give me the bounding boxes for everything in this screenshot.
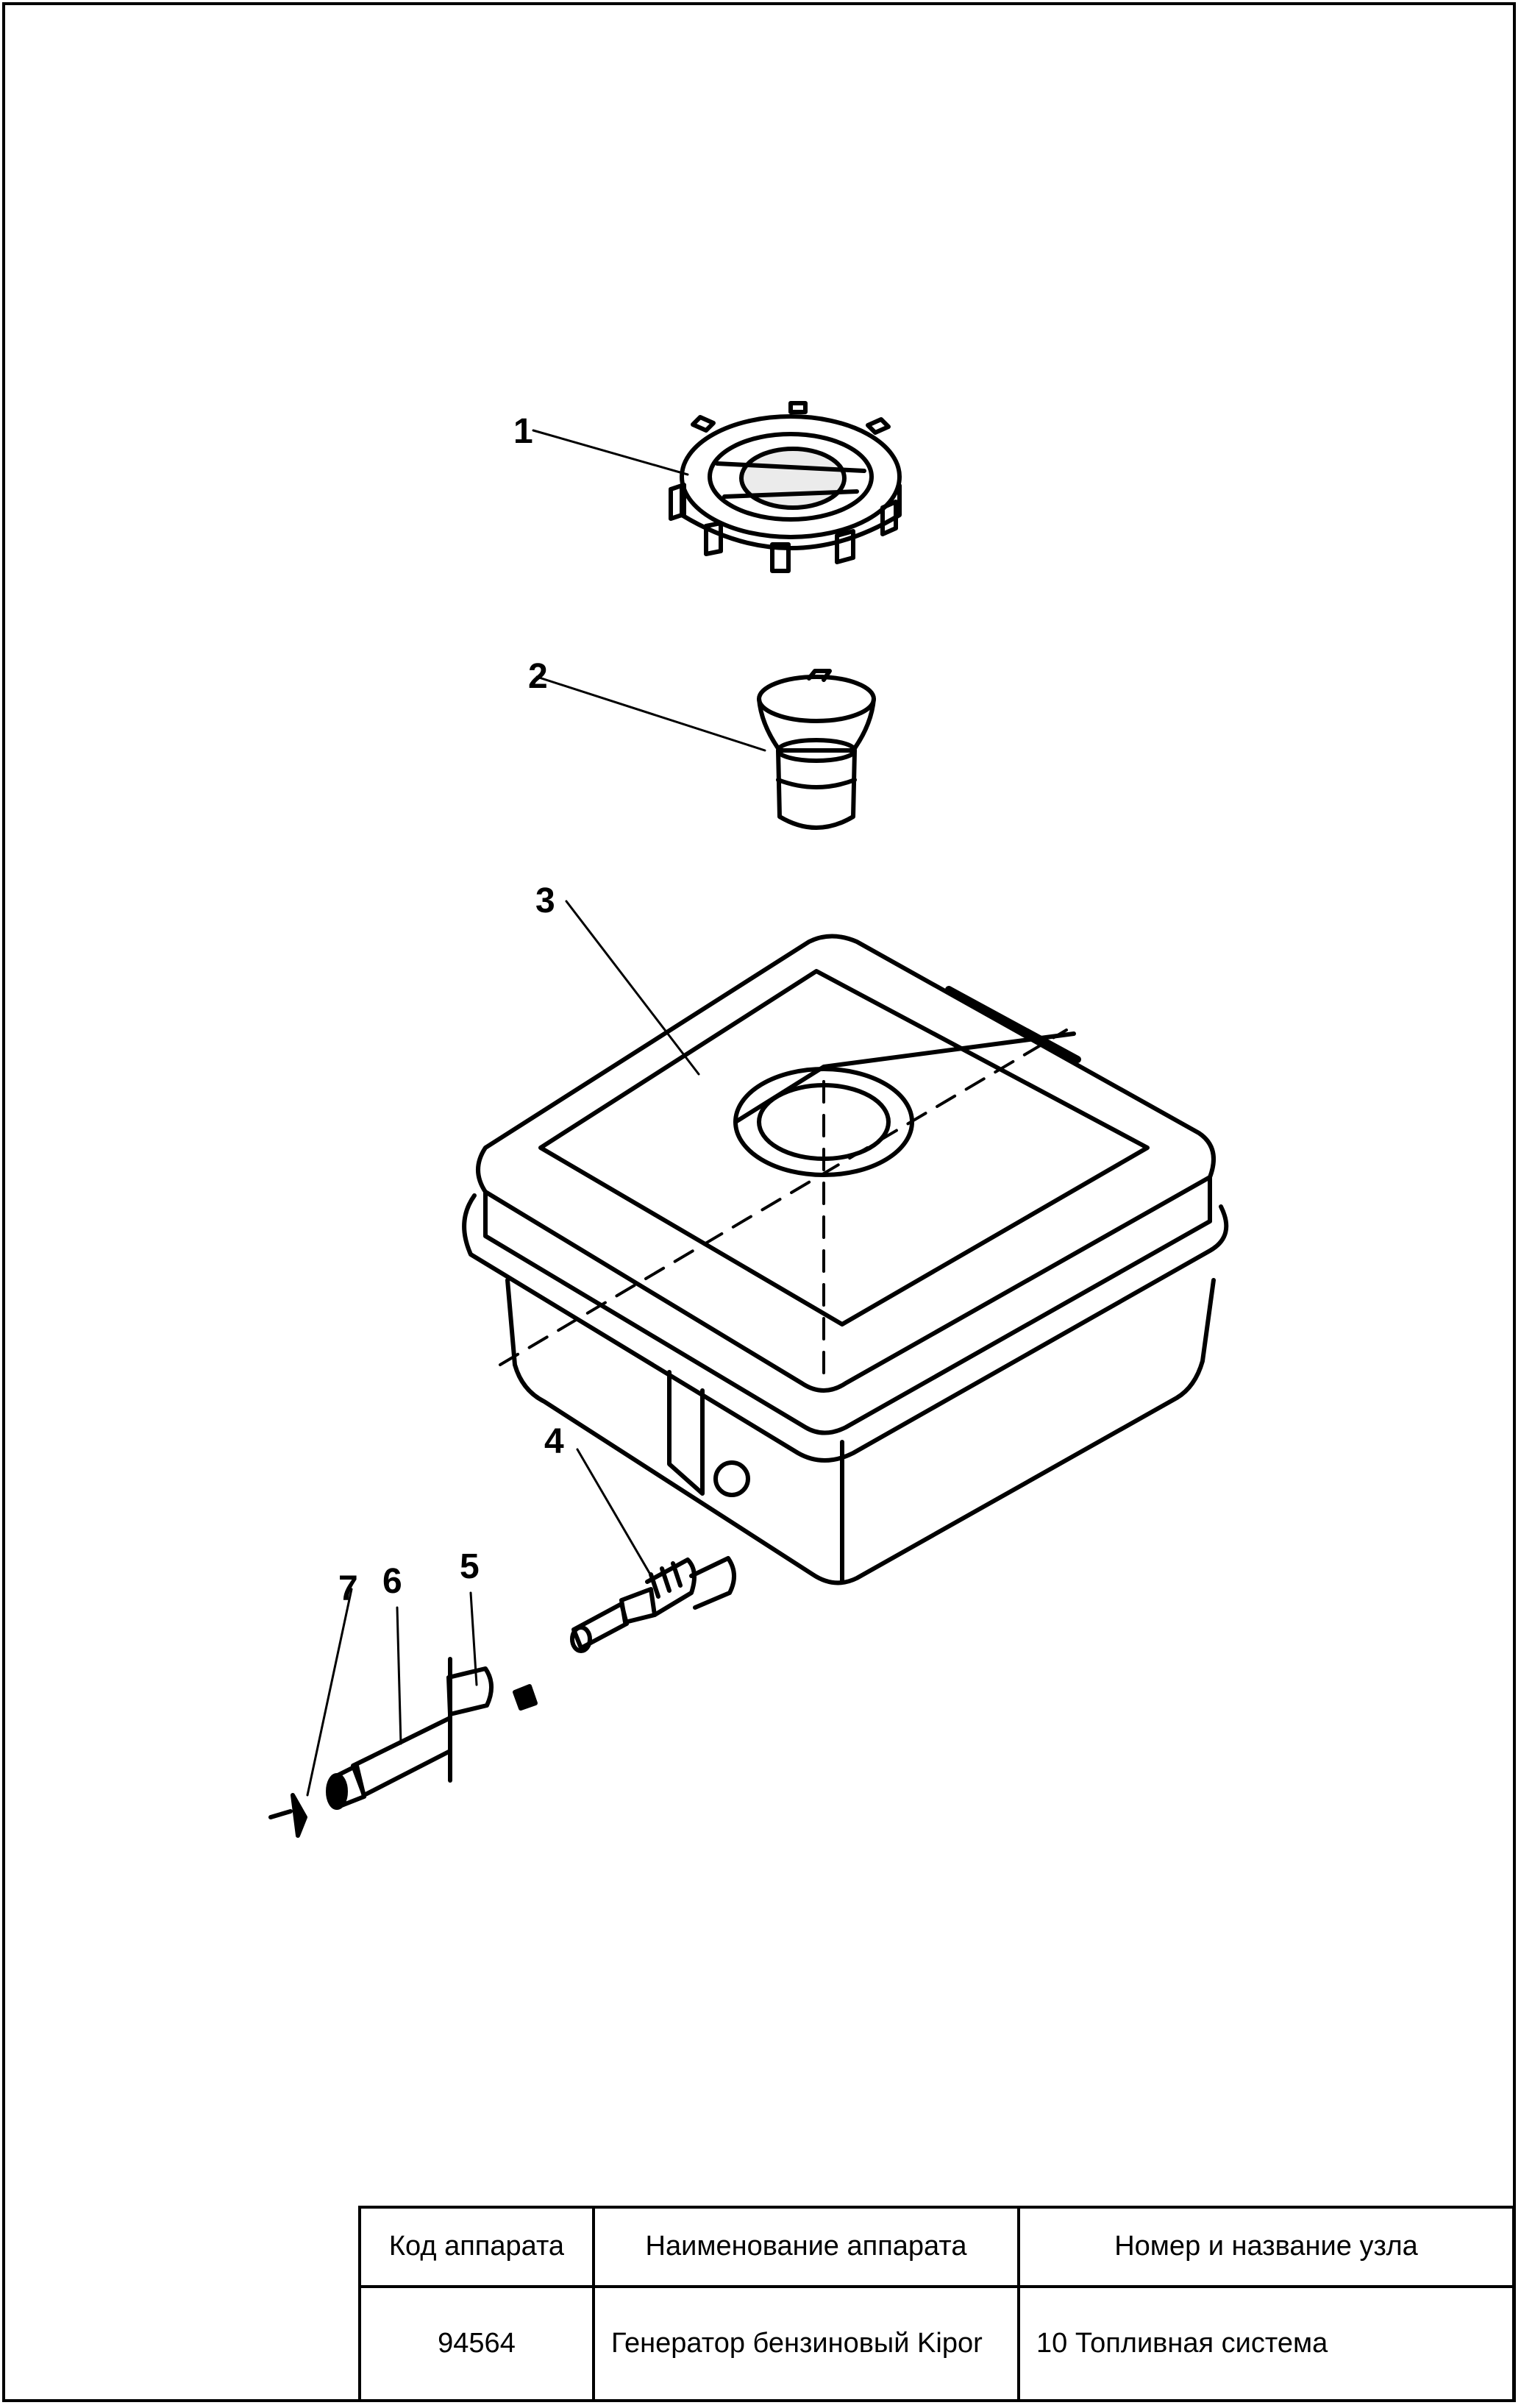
header-device-name: Наименование аппарата [592,2206,1020,2288]
part-5-hose-clamp [446,1657,538,1783]
header-device-code: Код аппарата [358,2206,595,2288]
part-7-clip [268,1793,307,1838]
title-block: Код аппарата Наименование аппарата Номер… [358,2206,1515,2402]
callout-1: 1 [513,412,533,451]
header-unit-name: Номер и название узла [1017,2206,1515,2288]
value-device-name: Генератор бензиновый Kipor [592,2285,1020,2402]
title-block-header-row: Код аппарата Наименование аппарата Номер… [358,2206,1515,2288]
callout-4: 4 [544,1422,564,1461]
value-unit-name: 10 Топливная система [1017,2285,1515,2402]
part-6-fuel-hose [326,1716,452,1810]
part-2-strainer [757,669,876,830]
callout-5: 5 [460,1547,480,1586]
callout-3: 3 [535,881,555,920]
callout-2: 2 [528,657,548,696]
title-block-value-row: 94564 Генератор бензиновый Kipor 10 Топл… [358,2285,1515,2402]
part-4-fuel-fitting [570,1556,736,1653]
leader-lines [306,429,766,1797]
part-1-fuel-cap [669,401,902,573]
callout-6: 6 [382,1562,402,1601]
value-device-code: 94564 [358,2285,595,2402]
part-3-fuel-tank [462,934,1229,1585]
callout-7: 7 [338,1569,358,1608]
